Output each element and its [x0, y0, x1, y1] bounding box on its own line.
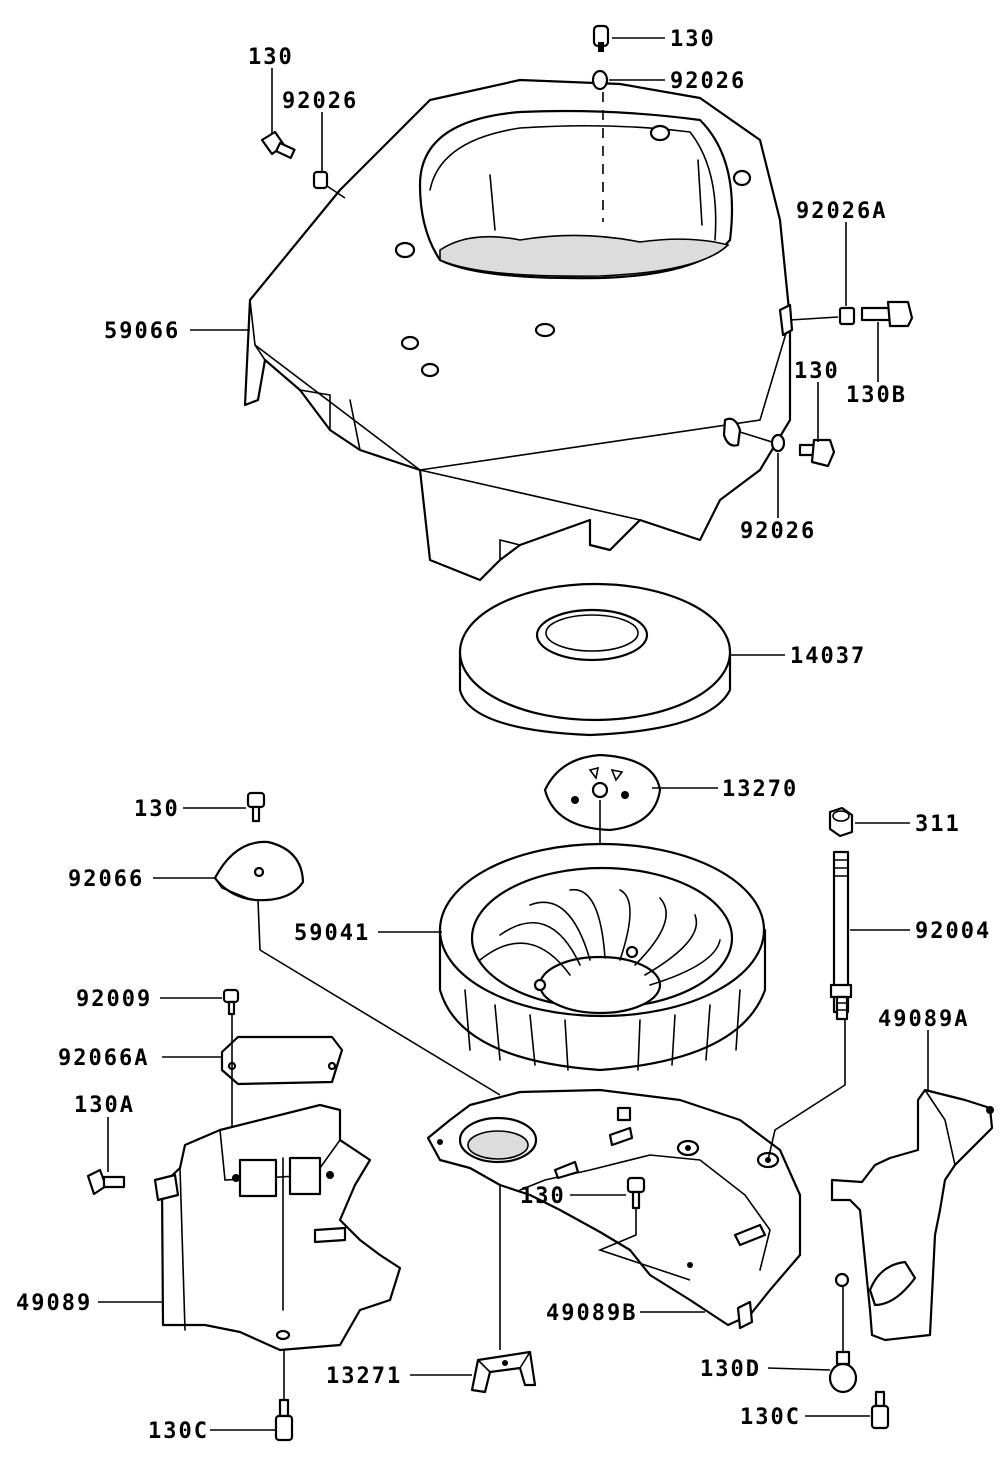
label-130-top: 130 — [670, 27, 716, 52]
bolt-130B — [860, 300, 914, 328]
label-92026-right: 92026 — [740, 519, 816, 544]
label-49089: 49089 — [16, 1291, 92, 1316]
bolt-130-right — [798, 438, 836, 468]
label-92026-topleft: 92026 — [282, 89, 358, 114]
plate-13270 — [543, 753, 662, 832]
label-59066: 59066 — [104, 319, 180, 344]
bolt-130-topleft — [260, 130, 296, 160]
label-130-topleft: 130 — [248, 45, 294, 70]
label-130A: 130A — [74, 1093, 135, 1118]
label-92026-top: 92026 — [670, 69, 746, 94]
bolt-130A — [86, 1168, 126, 1196]
label-14037: 14037 — [790, 644, 866, 669]
label-130C-left: 130C — [148, 1419, 209, 1444]
label-92066: 92066 — [68, 867, 144, 892]
bolt-130-top — [592, 24, 610, 52]
plate-92066 — [213, 840, 305, 902]
washer-92026-topleft — [312, 170, 329, 190]
bolt-130C-right — [870, 1390, 890, 1430]
plate-92066-leader — [257, 899, 261, 951]
label-130-right: 130 — [794, 359, 840, 384]
label-130B: 130B — [846, 383, 907, 408]
label-130D: 130D — [700, 1357, 761, 1382]
label-130-midleft: 130 — [134, 797, 180, 822]
shroud-49089 — [153, 1103, 402, 1352]
bolt-130D — [828, 1350, 858, 1394]
fan-housing-59066 — [243, 78, 794, 582]
label-49089B: 49089B — [546, 1301, 637, 1326]
label-92009: 92009 — [76, 987, 152, 1012]
label-130-mid: 130 — [520, 1184, 566, 1209]
bolt-130-mid-leader — [597, 1208, 691, 1281]
shield-49089A — [830, 1088, 994, 1342]
plate-92066A — [220, 1035, 344, 1086]
label-13270: 13270 — [722, 777, 798, 802]
fan-cover-14037 — [458, 582, 732, 737]
label-92026A: 92026A — [796, 199, 887, 224]
nut-311 — [828, 806, 854, 838]
flywheel-59041 — [438, 842, 767, 1072]
bolt-130-midleft — [246, 791, 266, 823]
washer-92026-top — [591, 69, 609, 91]
label-92066A: 92066A — [58, 1046, 149, 1071]
label-13271: 13271 — [326, 1364, 402, 1389]
leader-lines — [98, 37, 929, 1431]
washer-92026-right — [770, 433, 786, 453]
label-92004: 92004 — [915, 919, 991, 944]
washer-92026A — [838, 306, 856, 326]
label-49089A: 49089A — [878, 1007, 969, 1032]
label-311: 311 — [915, 812, 961, 837]
label-59041: 59041 — [294, 921, 370, 946]
baseplate-49089B — [426, 1088, 802, 1330]
label-130C-right: 130C — [740, 1405, 801, 1430]
stud-92004-leader — [767, 1020, 846, 1161]
bracket-13271 — [470, 1350, 537, 1394]
screw-92009 — [222, 988, 240, 1016]
stud-92004 — [829, 850, 853, 1021]
plate-92066-path — [259, 949, 501, 1096]
bolt-130C-left — [274, 1398, 294, 1442]
